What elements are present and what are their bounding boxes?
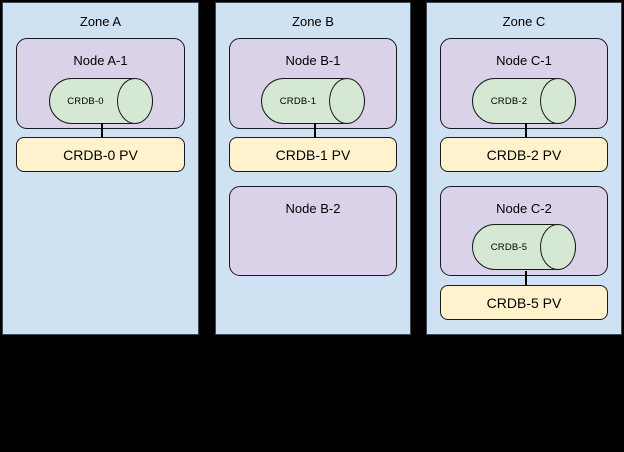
- connector-a1-to-pv: [101, 123, 103, 139]
- crdb-2-label: CRDB-2: [490, 95, 528, 107]
- crdb-2-cylinder-shape: CRDB-2: [472, 78, 576, 124]
- cylinder-cap: [540, 224, 576, 270]
- connector-c2-to-pv: [525, 271, 527, 287]
- node-b1-label: Node B-1: [285, 53, 341, 68]
- crdb-1-pv-label: CRDB-1 PV: [275, 146, 351, 163]
- crdb-5-label: CRDB-5: [490, 241, 528, 253]
- crdb-1-label: CRDB-1: [279, 95, 317, 107]
- zone-b-title: Zone B: [292, 14, 334, 29]
- crdb-5-pv-box: CRDB-5 PV: [440, 285, 608, 320]
- node-c1: Node C-1 CRDB-2: [440, 38, 608, 129]
- connector-c1-to-pv: [525, 123, 527, 139]
- cylinder-cap: [329, 78, 365, 124]
- crdb-1-cylinder-shape: CRDB-1: [261, 78, 365, 124]
- node-b2-label: Node B-2: [285, 201, 341, 216]
- crdb-0-label: CRDB-0: [67, 95, 104, 107]
- node-a1-label: Node A-1: [73, 53, 128, 68]
- node-a1: Node A-1 CRDB-0: [16, 38, 185, 129]
- crdb-2-pv-label: CRDB-2 PV: [486, 146, 562, 163]
- crdb-5-pv-label: CRDB-5 PV: [486, 294, 562, 311]
- zone-c-panel: Zone C Node C-1 CRDB-2 CRDB-2 PV Node C-…: [426, 2, 622, 335]
- crdb-5-cylinder-shape: CRDB-5: [472, 224, 576, 270]
- crdb-0-cylinder-shape: CRDB-0: [48, 78, 153, 124]
- crdb-0-pv-box: CRDB-0 PV: [16, 137, 185, 172]
- connector-b1-to-pv: [314, 123, 316, 139]
- zone-b-panel: Zone B Node B-1 CRDB-1 CRDB-1 PV Node B-…: [215, 2, 411, 335]
- node-c2: Node C-2 CRDB-5: [440, 186, 608, 276]
- crdb-0-pv-label: CRDB-0 PV: [63, 146, 138, 163]
- node-c2-label: Node C-2: [496, 201, 552, 216]
- crdb-2-pv-box: CRDB-2 PV: [440, 137, 608, 172]
- zone-c-title: Zone C: [502, 14, 546, 29]
- cylinder-cap: [540, 78, 576, 124]
- zone-a-panel: Zone A Node A-1 CRDB-0 CRDB-0 PV: [2, 2, 199, 335]
- cylinder-cap: [116, 78, 153, 124]
- node-c1-label: Node C-1: [496, 53, 552, 68]
- zone-a-title: Zone A: [79, 14, 122, 29]
- crdb-1-pv-box: CRDB-1 PV: [229, 137, 397, 172]
- node-b2: Node B-2: [229, 186, 397, 276]
- node-b1: Node B-1 CRDB-1: [229, 38, 397, 129]
